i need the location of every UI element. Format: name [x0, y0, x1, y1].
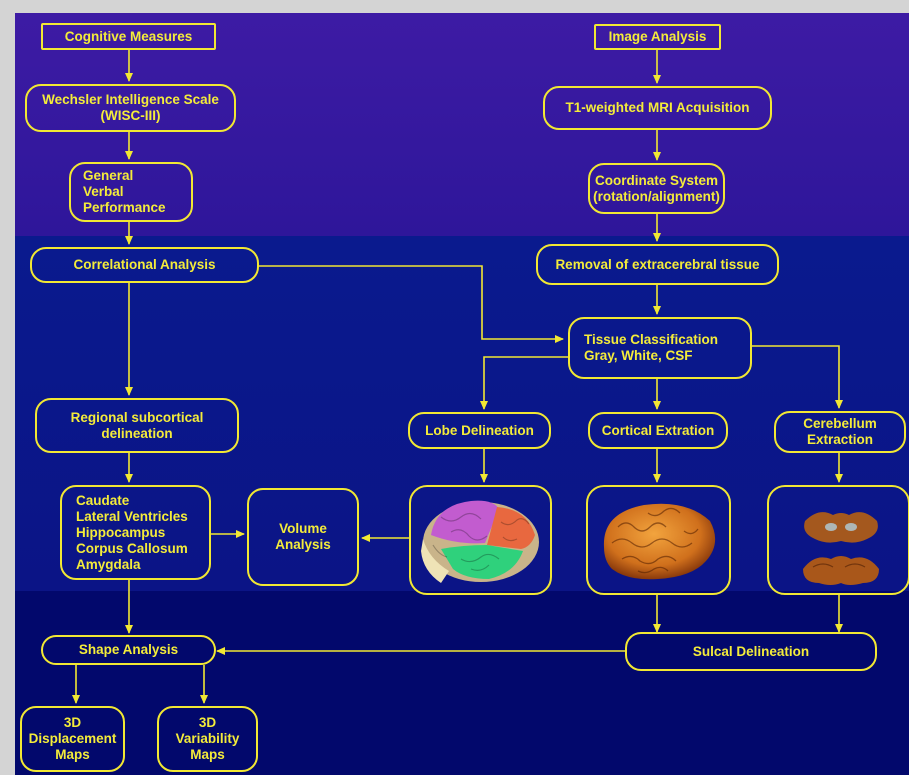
- cortical-brain-image-box: [586, 485, 731, 595]
- connector-lines: [72, 50, 843, 704]
- cerebellum-extraction-node[interactable]: Cerebellum Extraction: [774, 411, 906, 453]
- arrow-tissue-to-cerebellum: [752, 345, 843, 409]
- arrow-correlational-to-tissue: [259, 265, 564, 343]
- shape-analysis-node[interactable]: Shape Analysis: [41, 635, 216, 665]
- lobe-delineation-node[interactable]: Lobe Delineation: [408, 412, 551, 449]
- subcortical-structures-node[interactable]: Caudate Lateral Ventricles Hippocampus C…: [60, 485, 211, 580]
- wechsler-scale-node[interactable]: Wechsler Intelligence Scale (WISC-III): [25, 84, 236, 132]
- lobe-brain-image-box: [409, 485, 552, 595]
- variability-maps-node[interactable]: 3D Variability Maps: [157, 706, 258, 772]
- general-verbal-performance-node[interactable]: General Verbal Performance: [69, 162, 193, 222]
- cognitive-measures-node[interactable]: Cognitive Measures: [41, 23, 216, 50]
- coordinate-system-node[interactable]: Coordinate System (rotation/alignment): [588, 163, 725, 214]
- displacement-maps-node[interactable]: 3D Displacement Maps: [20, 706, 125, 772]
- tissue-classification-node[interactable]: Tissue Classification Gray, White, CSF: [568, 317, 752, 379]
- cerebellum-image-box: [767, 485, 909, 595]
- flowchart-frame: Cognitive Measures Wechsler Intelligence…: [15, 13, 909, 775]
- arrow-tissue-to-lobe: [480, 356, 568, 410]
- cortical-extraction-node[interactable]: Cortical Extration: [588, 412, 728, 449]
- cortical-surface-brain-image: [603, 503, 716, 580]
- cerebellum-images: [803, 512, 879, 585]
- correlational-analysis-node[interactable]: Correlational Analysis: [30, 247, 259, 283]
- regional-subcortical-node[interactable]: Regional subcortical delineation: [35, 398, 239, 453]
- sulcal-delineation-node[interactable]: Sulcal Delineation: [625, 632, 877, 671]
- image-analysis-node[interactable]: Image Analysis: [594, 24, 721, 50]
- removal-extracerebral-node[interactable]: Removal of extracerebral tissue: [536, 244, 779, 285]
- t1-mri-node[interactable]: T1-weighted MRI Acquisition: [543, 86, 772, 130]
- lobe-colored-brain-image: [421, 500, 539, 583]
- volume-analysis-node[interactable]: Volume Analysis: [247, 488, 359, 586]
- background-band-bottom: [15, 591, 909, 775]
